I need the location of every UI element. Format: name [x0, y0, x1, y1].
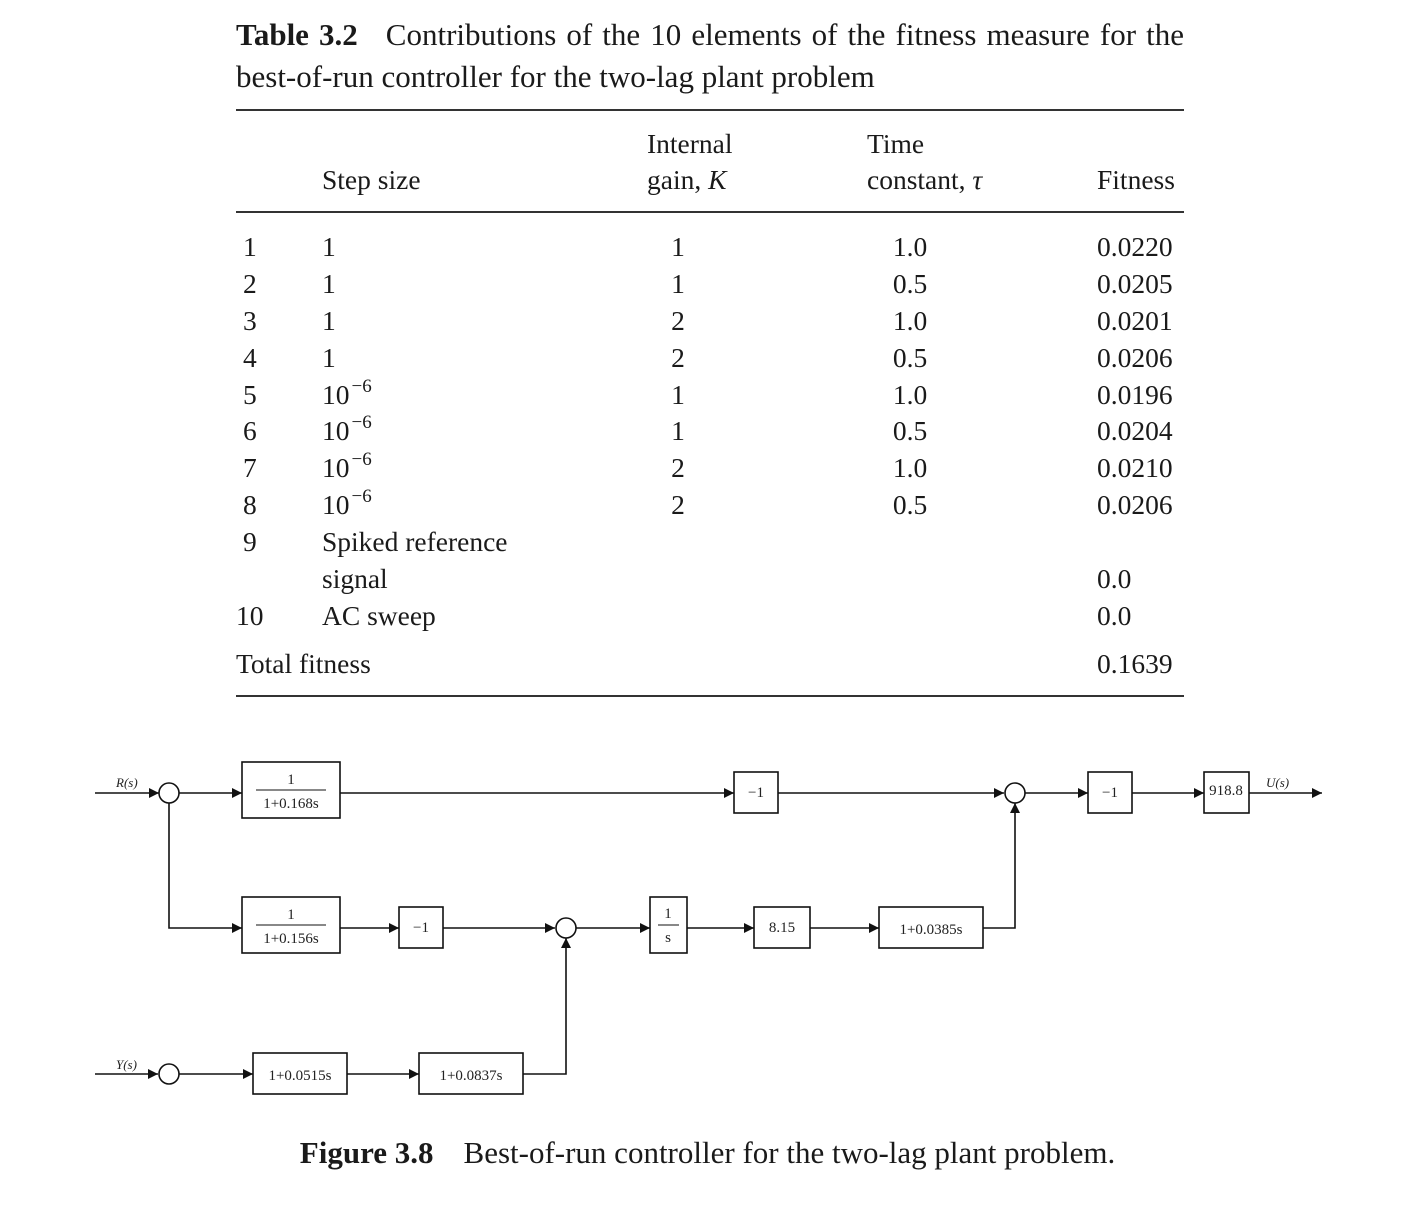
neg-out-label: −1	[1102, 785, 1118, 801]
row-index: 5	[243, 379, 257, 410]
header-time-line1: Time	[867, 128, 925, 159]
figure-caption: Figure 3.8 Best-of-run controller for the…	[0, 1132, 1415, 1174]
row-index: 10	[236, 600, 264, 631]
total-value: 0.1639	[1097, 648, 1173, 679]
lag2-numerator: 1	[287, 907, 295, 923]
summing-junction-mid	[555, 917, 577, 939]
row-gain: 2	[671, 452, 685, 483]
row-fitness: 0.0206	[1097, 489, 1173, 520]
block-lead-00515	[252, 1052, 348, 1095]
row-gain: 2	[671, 342, 685, 373]
row-step: 1	[322, 342, 336, 373]
header-step-size: Step size	[322, 164, 421, 195]
row-fitness: 0.0210	[1097, 452, 1173, 483]
row-fitness: 0.0206	[1097, 342, 1173, 373]
row-step-line1: Spiked reference	[322, 526, 508, 557]
block-gain-9188	[1203, 771, 1250, 814]
row-tau: 0.5	[892, 342, 928, 373]
row-step-line2: signal	[322, 563, 388, 594]
header-time-symbol: τ	[972, 164, 983, 195]
table-label: Table 3.2	[236, 17, 358, 52]
row-index: 8	[243, 489, 257, 520]
neg-mid-label: −1	[413, 920, 429, 936]
row-fitness: 0.0	[1097, 563, 1132, 594]
junction-y	[158, 1063, 180, 1085]
integrator-denominator: s	[665, 930, 671, 946]
row-gain: 2	[671, 305, 685, 336]
integrator-numerator: 1	[664, 906, 672, 922]
out-gain-label: 918.8	[1209, 783, 1243, 799]
row-step: 10−6	[322, 486, 372, 520]
lag2-denominator: 1+0.156s	[263, 931, 319, 947]
row-step: 10−6	[322, 376, 372, 410]
row-step: 10−6	[322, 412, 372, 446]
lead-mid-label: 1+0.0385s	[899, 922, 962, 938]
summing-junction-r	[158, 782, 180, 804]
row-tau: 0.5	[892, 415, 928, 446]
lag1-denominator: 1+0.168s	[263, 796, 319, 812]
header-gain-symbol: K	[708, 164, 727, 195]
row-fitness: 0.0220	[1097, 231, 1173, 262]
row-step: AC sweep	[322, 600, 436, 631]
row-index: 1	[243, 231, 257, 262]
gain-label: 8.15	[769, 920, 795, 936]
block-neg-out	[1087, 771, 1133, 814]
row-fitness: 0.0	[1097, 600, 1132, 631]
row-fitness: 0.0201	[1097, 305, 1173, 336]
label-r-signal: R(s)	[115, 775, 138, 790]
row-tau: 1.0	[892, 452, 928, 483]
table-header-rule	[236, 211, 1184, 213]
row-gain: 1	[671, 415, 685, 446]
row-step: 1	[322, 268, 336, 299]
row-fitness: 0.0204	[1097, 415, 1173, 446]
row-index: 4	[243, 342, 257, 373]
row-fitness: 0.0205	[1097, 268, 1173, 299]
header-gain-line1: Internal	[647, 128, 733, 159]
summing-junction-out	[1004, 782, 1026, 804]
row-gain: 1	[671, 379, 685, 410]
header-fitness: Fitness	[1097, 164, 1175, 195]
row-index: 2	[243, 268, 257, 299]
header-gain-line2: gain, K	[647, 164, 727, 195]
table-top-rule	[236, 109, 1184, 111]
table-caption-text: Contributions of the 10 elements of the …	[236, 17, 1184, 94]
header-time-line2: constant, τ	[867, 164, 983, 195]
figure-caption-text: Best-of-run controller for the two-lag p…	[463, 1135, 1116, 1170]
label-u-signal: U(s)	[1266, 775, 1289, 790]
row-index: 9	[243, 526, 257, 557]
row-tau: 1.0	[892, 231, 928, 262]
row-index: 7	[243, 452, 257, 483]
row-gain: 1	[671, 231, 685, 262]
lead-y2-label: 1+0.0837s	[439, 1068, 502, 1084]
lead-y1-label: 1+0.0515s	[268, 1068, 331, 1084]
row-tau: 0.5	[892, 268, 928, 299]
row-tau: 1.0	[892, 379, 928, 410]
row-fitness: 0.0196	[1097, 379, 1173, 410]
row-step: 1	[322, 231, 336, 262]
block-lead-00385	[878, 906, 984, 949]
block-neg-top	[733, 771, 779, 814]
neg-top-label: −1	[748, 785, 764, 801]
figure-label: Figure 3.8	[299, 1135, 434, 1170]
table-bottom-rule	[236, 695, 1184, 697]
row-gain: 1	[671, 268, 685, 299]
row-step: 1	[322, 305, 336, 336]
row-index: 6	[243, 415, 257, 446]
row-step: 10−6	[322, 449, 372, 483]
row-index: 3	[243, 305, 257, 336]
row-tau: 0.5	[892, 489, 928, 520]
label-y-signal: Y(s)	[116, 1057, 137, 1072]
row-tau: 1.0	[892, 305, 928, 336]
lag1-numerator: 1	[287, 772, 295, 788]
total-label: Total fitness	[236, 648, 371, 679]
row-gain: 2	[671, 489, 685, 520]
